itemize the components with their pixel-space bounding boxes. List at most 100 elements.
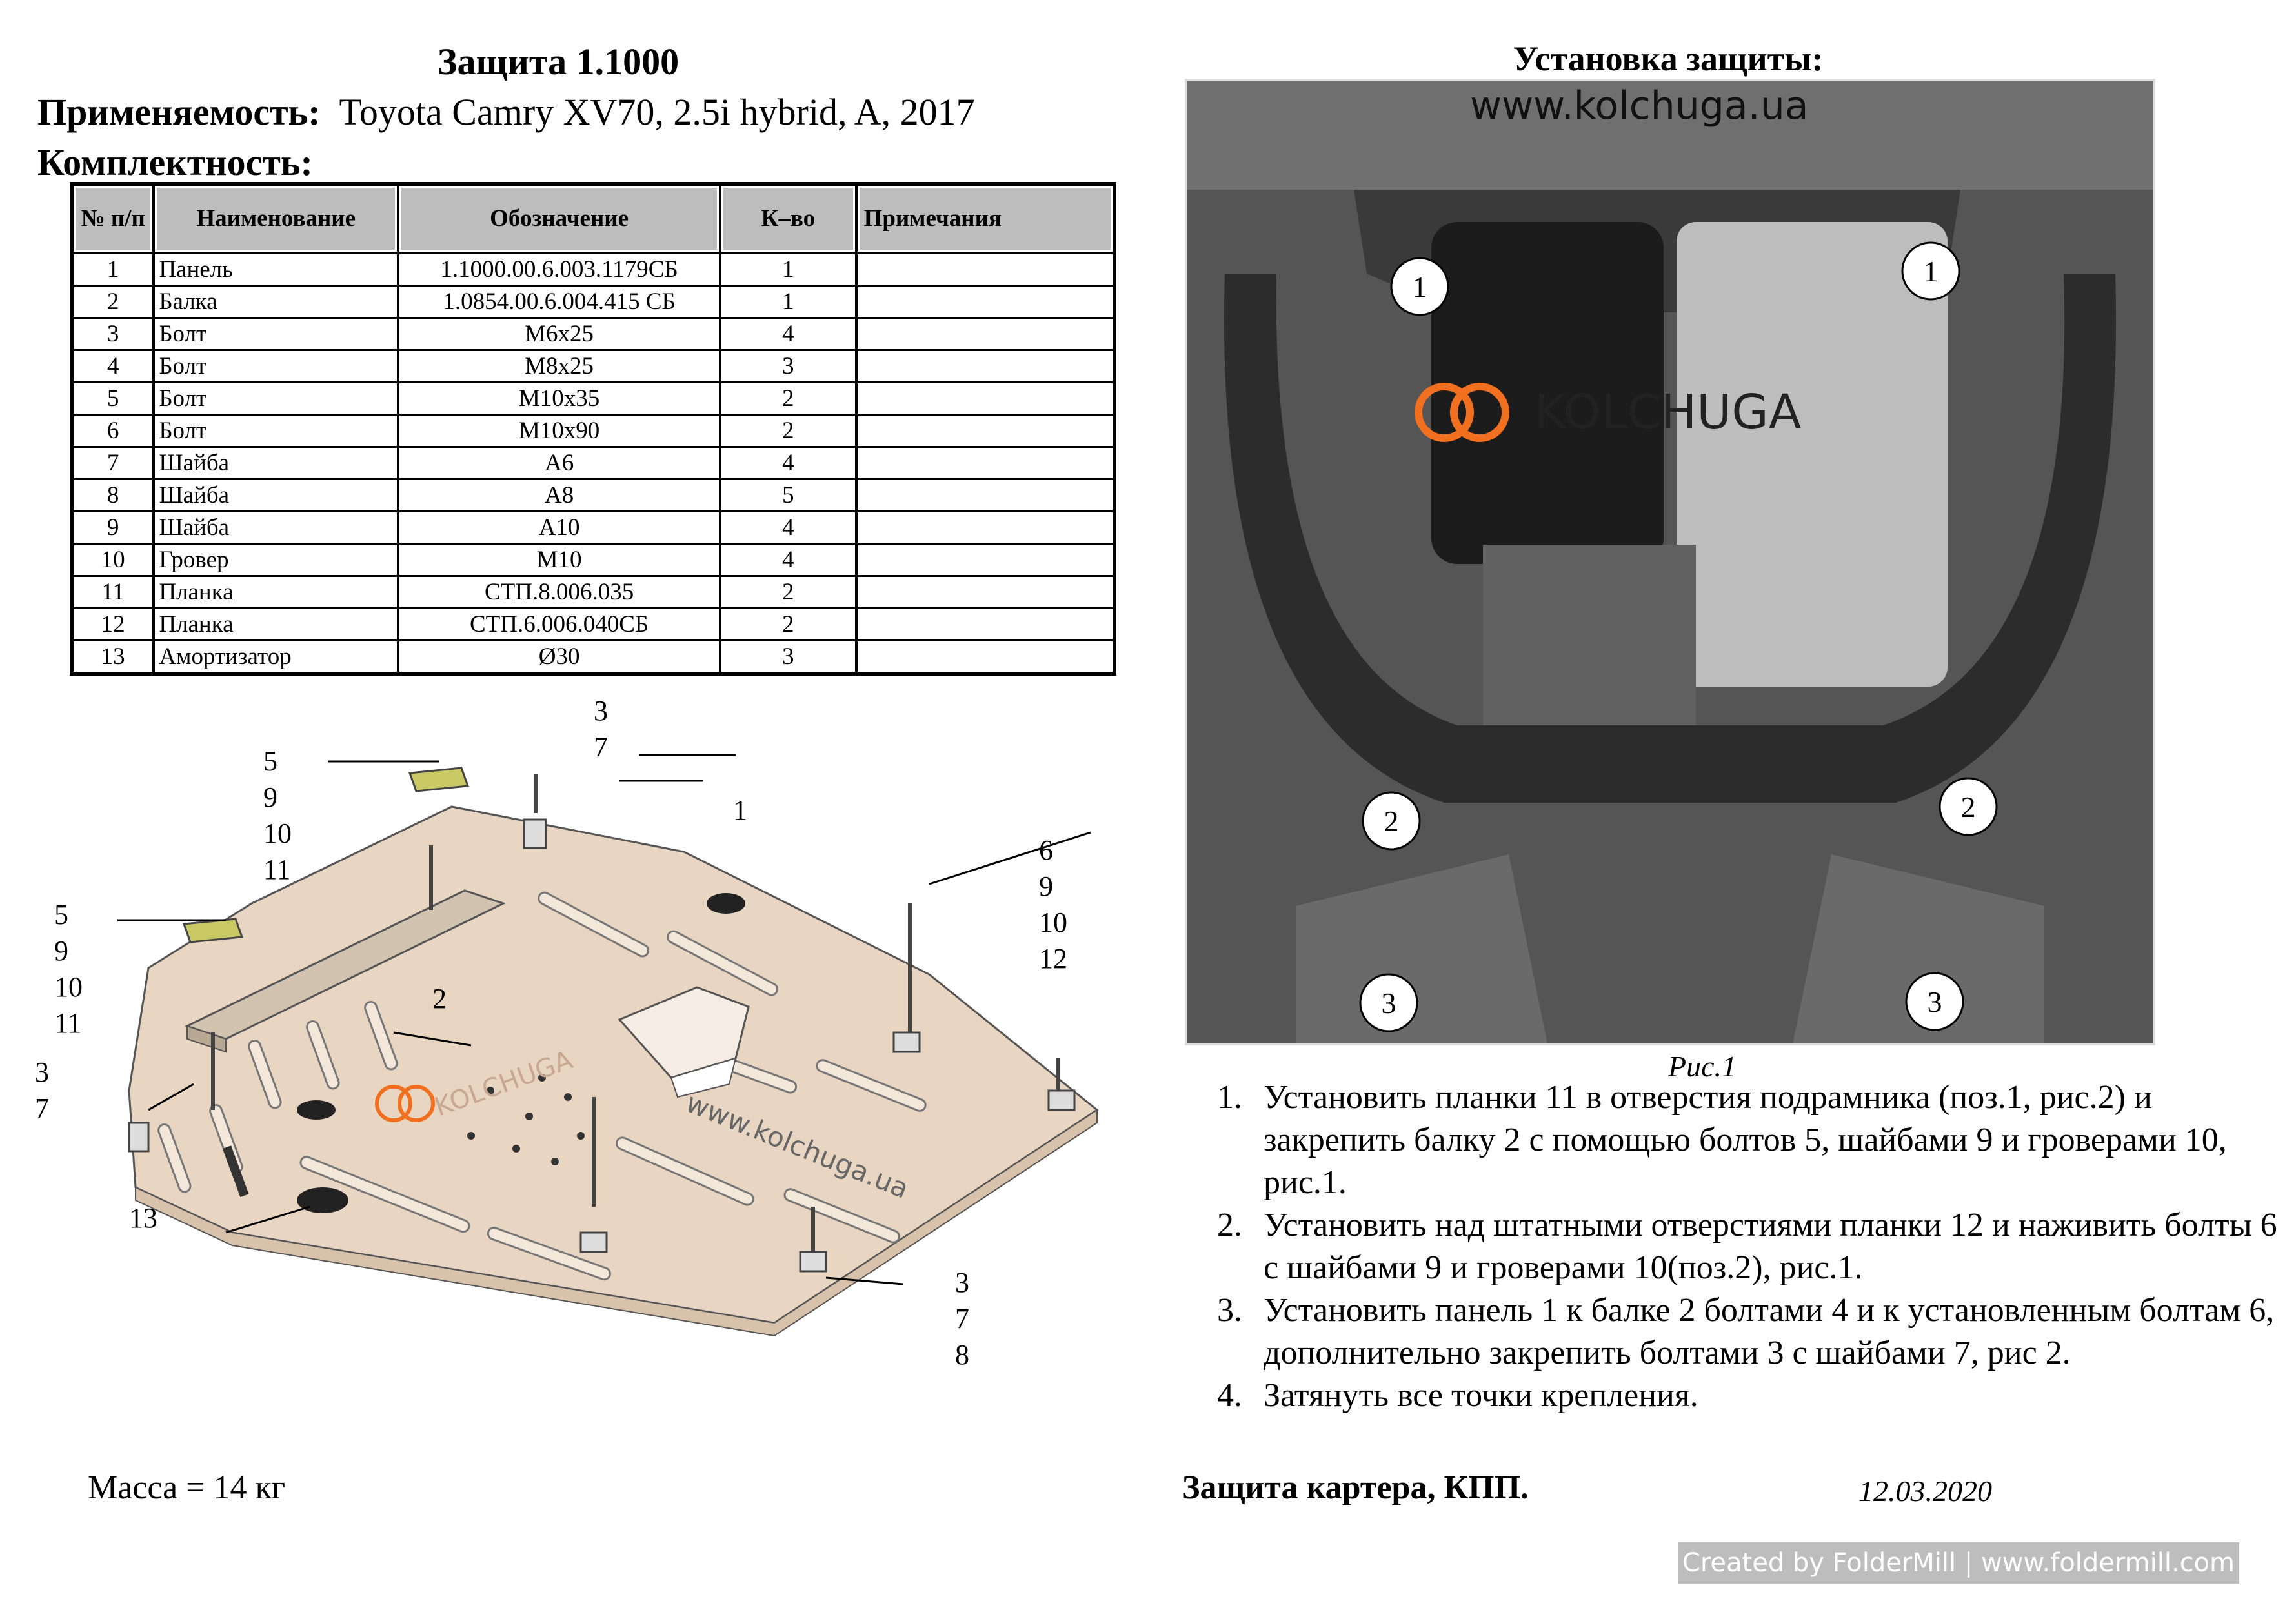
col-header-notes: Примечания: [854, 183, 1116, 254]
cell-notes: [854, 640, 1116, 675]
cell-code: Ø30: [397, 640, 722, 675]
cell-number: 3: [70, 317, 156, 351]
cell-qty: 2: [719, 608, 858, 641]
cell-notes: [854, 285, 1116, 319]
col-header-code: Обозначение: [397, 183, 722, 254]
table-header-row: № п/п Наименование Обозначение К–во Прим…: [70, 183, 1116, 254]
col-header-number: № п/п: [70, 183, 156, 254]
cell-number: 1: [70, 253, 156, 287]
cell-qty: 1: [719, 285, 858, 319]
cell-number: 9: [70, 511, 156, 545]
cell-code: 1.1000.00.6.003.1179СБ: [397, 253, 722, 287]
cell-name: Шайба: [152, 479, 400, 512]
cell-notes: [854, 543, 1116, 577]
cell-code: А8: [397, 479, 722, 512]
cell-qty: 3: [719, 350, 858, 383]
cell-qty: 4: [719, 317, 858, 351]
cell-number: 8: [70, 479, 156, 512]
assembly-drawing: KOLCHUGA www.kolchuga.ua: [90, 742, 1099, 1362]
cell-code: 1.0854.00.6.004.415 СБ: [397, 285, 722, 319]
assembly-diagram: KOLCHUGA www.kolchuga.ua 3 7 5 9 10 11 1…: [35, 695, 1099, 1394]
vent-hatch: [618, 986, 750, 1079]
mass-label: Масса = 14 кг: [88, 1469, 286, 1506]
plate-lower: [182, 918, 244, 943]
callout-top-bolt: 3 7: [594, 695, 608, 763]
document-title: Защита 1.1000: [437, 41, 680, 83]
cell-code: М10х90: [397, 414, 722, 448]
cell-qty: 2: [719, 382, 858, 416]
cell-name: Болт: [152, 317, 400, 351]
cell-notes: [854, 414, 1116, 448]
foldermill-watermark: Created by FolderMill | www.foldermill.c…: [1678, 1542, 2239, 1584]
cell-number: 13: [70, 640, 156, 675]
marker-2-right: 2: [1961, 790, 1976, 823]
cell-notes: [854, 608, 1116, 641]
cell-name: Панель: [152, 253, 400, 287]
cell-code: А6: [397, 447, 722, 480]
cell-notes: [854, 382, 1116, 416]
photo-drawing: www.kolchuga.ua KOLCHUGA 1 1 2 2 3 3: [1185, 79, 2155, 1045]
cell-number: 10: [70, 543, 156, 577]
cell-qty: 2: [719, 414, 858, 448]
plate-upper: [408, 767, 470, 792]
cell-notes: [854, 350, 1116, 383]
marker-2-left: 2: [1384, 805, 1399, 838]
installation-photo: www.kolchuga.ua KOLCHUGA 1 1 2 2 3 3: [1185, 79, 2155, 1045]
cell-code: СТП.6.006.040СБ: [397, 608, 722, 641]
parts-table: № п/п Наименование Обозначение К–во Прим…: [70, 182, 1116, 676]
cell-notes: [854, 253, 1116, 287]
figure-caption: Рис.1: [1668, 1050, 1737, 1083]
cell-name: Планка: [152, 576, 400, 609]
cell-notes: [854, 317, 1116, 351]
callout-damper: 13: [129, 1202, 157, 1234]
cell-number: 5: [70, 382, 156, 416]
photo-markers: 1 1 2 2 3 3: [1359, 241, 1998, 1032]
applicability-label: Применяемость:: [37, 91, 321, 133]
step-item: Затянуть все точки крепления.: [1251, 1374, 2296, 1417]
callout-beam-left: 5 9 10 11: [54, 899, 83, 1039]
cell-number: 4: [70, 350, 156, 383]
callout-beam: 2: [432, 983, 447, 1014]
cell-code: М8х25: [397, 350, 722, 383]
install-title: Установка защиты:: [1513, 39, 1824, 78]
cell-qty: 1: [719, 253, 858, 287]
cell-name: Болт: [152, 414, 400, 448]
cell-number: 6: [70, 414, 156, 448]
cell-qty: 4: [719, 447, 858, 480]
marker-3-right: 3: [1928, 985, 1942, 1018]
photo-brand-text: KOLCHUGA: [1535, 385, 1802, 440]
cell-name: Гровер: [152, 543, 400, 577]
marker-1-left: 1: [1413, 270, 1427, 303]
cell-name: Амортизатор: [152, 640, 400, 675]
cell-number: 2: [70, 285, 156, 319]
installation-steps: Установить планки 11 в отверстия подрамн…: [1199, 1076, 2296, 1417]
document-date: 12.03.2020: [1858, 1475, 1992, 1507]
photo-brand: KOLCHUGA: [1415, 383, 1802, 442]
cell-code: М10: [397, 543, 722, 577]
photo-url: www.kolchuga.ua: [1470, 83, 1809, 128]
cell-code: СТП.8.006.035: [397, 576, 722, 609]
cell-name: Планка: [152, 608, 400, 641]
cell-qty: 5: [719, 479, 858, 512]
cell-qty: 2: [719, 576, 858, 609]
cell-number: 7: [70, 447, 156, 480]
callout-panel: 1: [733, 794, 747, 826]
cell-name: Балка: [152, 285, 400, 319]
protection-type: Защита картера, КПП.: [1182, 1469, 1529, 1506]
callout-beam-right: 5 9 10 11: [263, 745, 292, 885]
cell-code: М6х25: [397, 317, 722, 351]
cell-code: А10: [397, 511, 722, 545]
cell-name: Шайба: [152, 511, 400, 545]
cell-name: Болт: [152, 382, 400, 416]
